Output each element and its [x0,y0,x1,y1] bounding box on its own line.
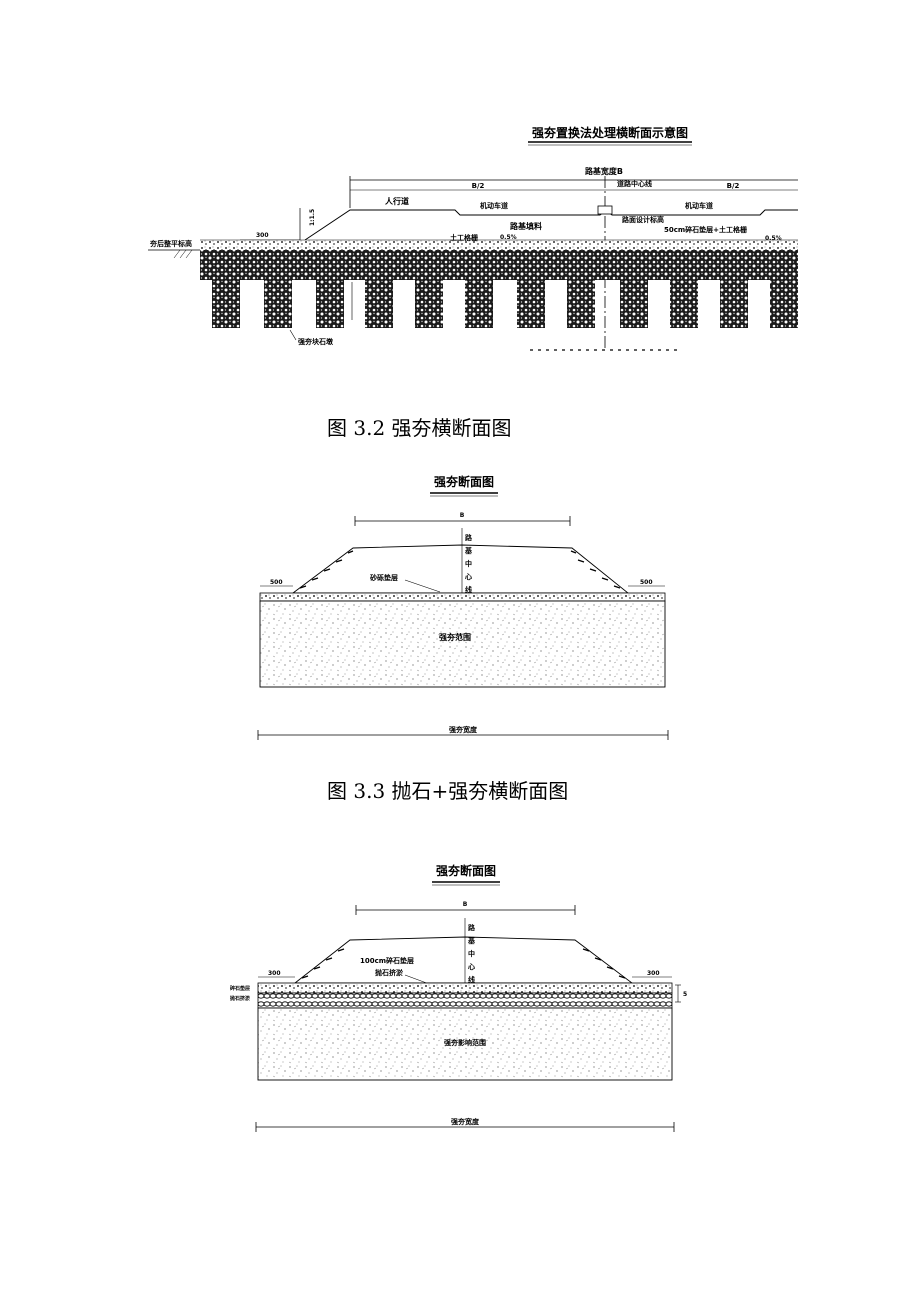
half-width-left: B/2 [472,182,485,190]
gravel-cushion-layer [257,982,673,994]
half-width-right: B/2 [727,182,740,190]
crossfall-right-label: 0.5% [765,235,782,242]
figure-3-title: 强夯断面图 [436,863,496,878]
figure-3: 强夯断面图 B 路基中心线 300 300 100cm碎石垫层 抛石挤淤 碎石垫… [230,863,687,1132]
figure-2: 强夯断面图 B 路基中心线 500 500 砂砾垫层 强夯范围 强夯宽度 [257,474,669,740]
motor-lane-right-label: 机动车道 [685,201,713,210]
compaction-width-label: 强夯宽度 [449,725,478,734]
crossfall-left-label: 0.5% [500,234,517,241]
influence-zone [257,1007,673,1081]
width-b-label-2: B [463,901,468,908]
centerline-label: 路基中心线 [464,533,473,594]
stone-piers [212,280,798,328]
riprap-layer [257,992,673,1009]
depth-mark-label: 5 [683,991,687,998]
figure-2-caption: 图 3.3 抛石+强夯横断面图 [327,779,569,803]
width-b-label: B [460,512,465,519]
sand-cushion-layer [259,592,666,602]
ground-level-label: 夯后整平标高 [149,239,192,248]
slope-ratio-label: 1:1.5 [309,209,316,226]
compaction-width-label-2: 强夯宽度 [451,1117,480,1126]
subgrade-width-label: 路基宽度B [585,166,623,176]
fill-material-label: 路基填料 [510,221,542,231]
figure-1: 强夯置换法处理横断面示意图 路基宽度B B/2 B/2 道路中心线 人行道 机动… [148,125,798,351]
centerline-label-2: 路基中心线 [467,923,476,984]
sidewalk-label: 人行道 [385,196,409,206]
figure-1-title: 强夯置换法处理横断面示意图 [532,125,688,140]
gravel-cushion-label: 50cm碎石垫层+土工格栅 [664,225,747,234]
influence-zone-label: 强夯影响范围 [444,1038,486,1047]
figure-2-title: 强夯断面图 [434,474,494,489]
sand-cushion-label: 砂砾垫层 [370,573,398,582]
gravel-cushion-label-2: 100cm碎石垫层 [360,956,414,965]
stone-pier-label: 强夯块石墩 [298,337,334,346]
road-centerline-label: 道路中心线 [617,179,652,188]
side-label-bottom: 抛石挤淤 [230,995,250,1002]
right-berm-label: 500 [640,579,653,586]
left-berm-label: 500 [270,579,283,586]
left-berm-label-2: 300 [268,970,281,977]
berm-width-label: 300 [256,232,269,239]
figure-1-caption: 图 3.2 强夯横断面图 [327,416,512,440]
side-label-top: 碎石垫层 [230,985,250,992]
motor-lane-left-label: 机动车道 [480,201,508,210]
design-elevation-label: 路面设计标高 [622,215,664,224]
stone-layer [200,250,798,280]
compaction-zone-label: 强夯范围 [439,632,471,642]
right-berm-label-2: 300 [647,970,660,977]
riprap-label: 抛石挤淤 [375,968,403,977]
compaction-zone [259,600,666,688]
geogrid-label: 土工格栅 [450,233,478,242]
